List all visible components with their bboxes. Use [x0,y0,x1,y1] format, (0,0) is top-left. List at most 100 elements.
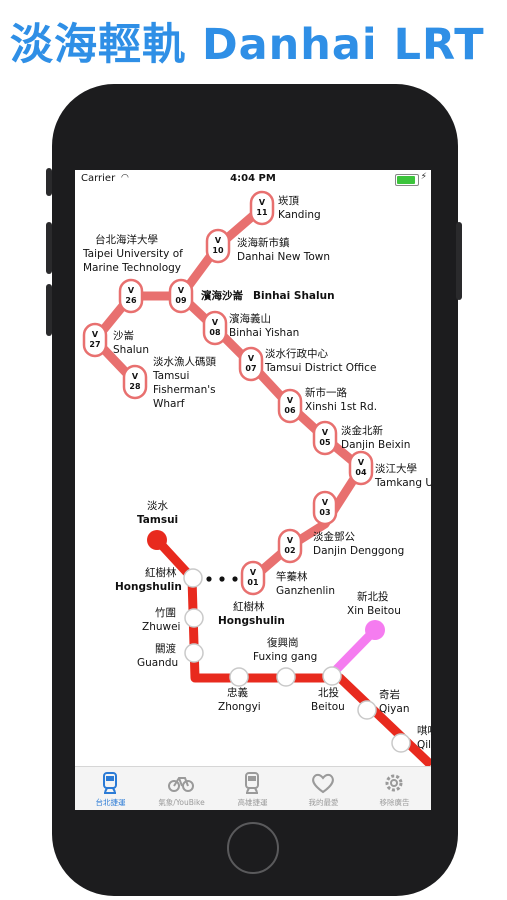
mrt-station-qiyan[interactable] [357,700,377,720]
svg-text:Tamsui: Tamsui [152,370,189,382]
tab-remove-ads[interactable]: 移除廣告 [359,767,430,810]
bicycle-icon [168,777,194,792]
label-mrt-qilian: 唭哩 Qil [417,724,431,751]
lrt-station-v11[interactable]: V 11 [249,190,275,226]
svg-text:淡水: 淡水 [147,500,168,512]
label-shalun: 沙崙 Shalun [113,330,149,356]
svg-text:V: V [215,236,222,245]
svg-text:Wharf: Wharf [153,398,185,410]
lrt-station-v08[interactable]: V 08 [202,310,228,346]
status-bar: Carrier ◠ 4:04 PM ⚡ [75,170,431,188]
svg-text:09: 09 [175,296,187,305]
label-mrt-hongshulin: 紅樹林 Hongshulin [115,566,182,593]
transfer-dot [206,576,212,582]
svg-text:奇岩: 奇岩 [379,688,400,701]
lrt-station-v28[interactable]: V 28 [122,364,148,400]
lrt-station-v09[interactable]: V 09 [168,278,194,314]
mrt-station-guandu[interactable] [184,643,204,663]
lrt-station-v10[interactable]: V 10 [205,228,231,264]
svg-text:05: 05 [319,438,331,447]
mrt-station-fuxinggang[interactable] [276,667,296,687]
svg-text:07: 07 [245,364,256,373]
tab-kaohsiung-metro[interactable]: 高雄捷運 [217,767,288,810]
svg-text:Tamsui: Tamsui [137,514,178,526]
phone-mute-switch [46,168,52,196]
gear-icon [385,774,403,792]
label-binhai-shalun: 濱海沙崙 Binhai Shalun [201,289,335,302]
lrt-station-v05[interactable]: V 05 [312,420,338,456]
label-mrt-fuxinggang: 復興崗 Fuxing gang [253,636,317,663]
svg-text:V: V [128,286,135,295]
lrt-station-v01[interactable]: V 01 [240,560,266,596]
mrt-station-hongshulin[interactable] [183,568,203,588]
lrt-station-v02[interactable]: V 02 [277,528,303,564]
mrt-station-zhongyi[interactable] [229,667,249,687]
svg-text:Kanding: Kanding [278,209,321,221]
svg-text:V: V [322,428,329,437]
phone-volume-up [46,222,52,274]
phone-volume-down [46,284,52,336]
mrt-station-tamsui[interactable] [147,530,167,550]
label-mrt-guandu: 關渡 Guandu [137,642,178,669]
mrt-station-zhuwei[interactable] [184,608,204,628]
svg-text:Shalun: Shalun [113,344,149,356]
transfer-dot [219,576,225,582]
svg-text:V: V [248,354,255,363]
route-map[interactable]: V 11 V 10 V 09 V 08 V 07 V 06 [75,170,431,766]
status-time: 4:04 PM [230,173,276,184]
svg-text:V: V [259,198,266,207]
label-mrt-xinbeitou: 新北投 Xin Beitou [347,590,401,617]
tab-weather-youbike[interactable]: 氣象/YouBike [146,767,217,810]
label-xinshi-1st-rd: 新市一路 Xinshi 1st Rd. [305,386,377,413]
lrt-station-v04[interactable]: V 04 [348,450,374,486]
svg-text:淡江大學: 淡江大學 [375,462,417,475]
svg-text:淡海新市鎮: 淡海新市鎮 [237,236,290,249]
svg-text:V: V [178,286,185,295]
lrt-station-v03[interactable]: V 03 [312,490,338,526]
tab-label: 我的最愛 [308,798,339,807]
mrt-station-beitou[interactable] [322,666,342,686]
svg-text:新北投: 新北投 [357,590,389,603]
svg-text:忠義: 忠義 [227,686,248,699]
svg-text:淡水行政中心: 淡水行政中心 [265,347,328,360]
tab-label: 移除廣告 [379,798,410,807]
svg-text:V: V [322,498,329,507]
svg-text:V: V [250,568,257,577]
tab-taipei-metro[interactable]: 台北捷運 [75,767,146,810]
heart-icon [312,773,334,794]
svg-text:Tamsui District Office: Tamsui District Office [264,362,376,374]
svg-text:竿蓁林: 竿蓁林 [276,570,308,583]
phone-home-button[interactable] [227,822,279,874]
svg-text:V: V [212,318,219,327]
lrt-station-v07[interactable]: V 07 [238,346,264,382]
lrt-station-v06[interactable]: V 06 [277,388,303,424]
svg-text:崁頂: 崁頂 [278,195,299,207]
svg-text:淡水漁人碼頭: 淡水漁人碼頭 [153,355,216,368]
mrt-station-xinbeitou[interactable] [365,620,385,640]
charging-icon: ⚡ [420,172,427,182]
svg-text:V: V [358,458,365,467]
svg-text:沙崙: 沙崙 [113,330,134,342]
metro-train-icon [103,772,117,794]
svg-text:Beitou: Beitou [311,701,345,713]
svg-text:V: V [287,396,294,405]
transfer-dot [232,576,238,582]
lrt-station-v26[interactable]: V 26 [118,278,144,314]
tab-favorites[interactable]: 我的最愛 [288,767,359,810]
tab-label: 氣象/YouBike [158,798,205,807]
svg-text:Guandu: Guandu [137,657,178,669]
svg-text:Danjin Beixin: Danjin Beixin [341,439,410,451]
svg-text:竹圍: 竹圍 [155,606,176,619]
mrt-station-qilian[interactable] [391,733,411,753]
svg-text:Binhai Shalun: Binhai Shalun [253,290,335,302]
tab-label: 台北捷運 [95,798,126,807]
svg-text:Qiyan: Qiyan [379,703,410,715]
svg-text:27: 27 [89,340,100,349]
lrt-branch-line [90,291,186,387]
svg-text:Binhai Yishan: Binhai Yishan [229,327,299,339]
tab-bar: 台北捷運 氣象/YouBike 高雄捷運 [75,766,431,810]
app-screen: Carrier ◠ 4:04 PM ⚡ V 11 V 10 V [75,170,431,810]
label-mrt-qiyan: 奇岩 Qiyan [379,688,410,715]
lrt-station-v27[interactable]: V 27 [82,322,108,358]
battery-icon [395,174,419,186]
